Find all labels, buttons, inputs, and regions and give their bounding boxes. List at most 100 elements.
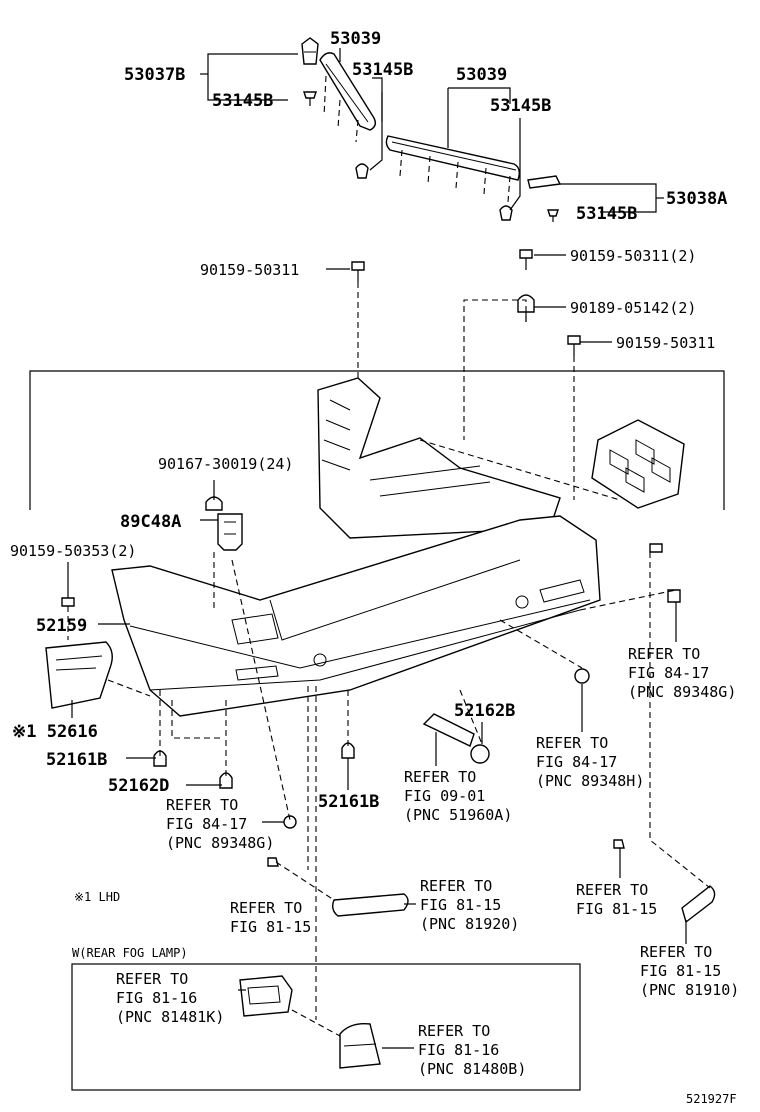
ref-fig09-01-51960a: REFER TO FIG 09-01 (PNC 51960A) (404, 768, 512, 824)
label-90159-50311-b: 90159-50311 (616, 334, 715, 352)
retainer-89c48a (217, 513, 243, 551)
label-53145b-a: 53145B (352, 60, 413, 80)
ref-fig81-16-81481k: REFER TO FIG 81-16 (PNC 81481K) (116, 970, 224, 1026)
label-53038a: 53038A (666, 189, 727, 209)
svg-text:(PNC 51960A): (PNC 51960A) (404, 806, 512, 824)
bolt-90159-50311-right (567, 335, 581, 356)
ref-fig81-15-81920: REFER TO FIG 81-15 (PNC 81920) (420, 877, 519, 933)
label-52162d: 52162D (108, 776, 169, 796)
part-53037b-cap (301, 37, 319, 65)
fog-lamp-81480b (339, 1023, 381, 1069)
svg-text:REFER TO: REFER TO (404, 768, 476, 786)
label-90159-50353-2: 90159-50353(2) (10, 542, 136, 560)
label-53145b-d: 53145B (576, 204, 637, 224)
grommet-52162b (470, 744, 490, 764)
bolt-90159-50311-2 (519, 249, 533, 270)
svg-text:FIG 81-16: FIG 81-16 (418, 1041, 499, 1059)
clip-53145b-right (547, 209, 559, 222)
side-bracket-right (591, 419, 685, 509)
screw-90159-50353-2 (61, 597, 75, 607)
part-number-labels: 53039 53037B 53145B 53145B 53039 53145B … (10, 29, 727, 812)
label-53037b: 53037B (124, 65, 185, 85)
label-90167-30019-24: 90167-30019(24) (158, 455, 293, 473)
ref-fig81-15-left: REFER TO FIG 81-15 (230, 899, 311, 936)
svg-text:REFER TO: REFER TO (418, 1022, 490, 1040)
clip-90167-30019 (205, 496, 223, 511)
clip-52162d (219, 772, 233, 789)
label-52159: 52159 (36, 616, 87, 636)
sensor-51960a (422, 713, 475, 747)
label-53145b-b: 53145B (212, 91, 273, 111)
label-53039-a: 53039 (330, 29, 381, 49)
molding-53039-center (385, 135, 521, 203)
svg-text:(PNC 89348G): (PNC 89348G) (166, 834, 274, 852)
svg-text:FIG 84-17: FIG 84-17 (536, 753, 617, 771)
svg-text:(PNC 81920): (PNC 81920) (420, 915, 519, 933)
ref-fig81-16-81480b: REFER TO FIG 81-16 (PNC 81480B) (418, 1022, 526, 1078)
svg-text:REFER TO: REFER TO (230, 899, 302, 917)
plug-89348h (574, 668, 590, 684)
ref-fig81-15-81910: REFER TO FIG 81-15 (PNC 81910) (640, 943, 739, 999)
svg-text:FIG 84-17: FIG 84-17 (166, 815, 247, 833)
svg-text:REFER TO: REFER TO (536, 734, 608, 752)
svg-text:(PNC 81481K): (PNC 81481K) (116, 1008, 224, 1026)
svg-text:FIG 09-01: FIG 09-01 (404, 787, 485, 805)
screw-81-15-left (267, 857, 279, 867)
label-52161b-a: 52161B (46, 750, 107, 770)
ref-fig84-17-89348g-right: REFER TO FIG 84-17 (PNC 89348G) (628, 645, 736, 701)
bumper-reinforcement (317, 377, 561, 539)
label-89c48a: 89C48A (120, 512, 181, 532)
refer-to-labels: REFER TO FIG 84-17 (PNC 89348G) REFER TO… (116, 645, 739, 1078)
label-52162b: 52162B (454, 701, 515, 721)
bolt-90159-50311-left (351, 261, 365, 282)
svg-text:(PNC 81480B): (PNC 81480B) (418, 1060, 526, 1078)
assembly-frame (29, 370, 725, 510)
clip-52161b-right (341, 742, 355, 759)
svg-text:REFER TO: REFER TO (628, 645, 700, 663)
screw-81-15-right (613, 839, 625, 849)
label-52616: ※1 52616 (12, 722, 98, 742)
plug-89348g-right (667, 589, 681, 603)
clip-53145b-upper-mid (355, 163, 369, 179)
label-90189-05142-2: 90189-05142(2) (570, 299, 696, 317)
fog-lamp-box-title: W(REAR FOG LAMP) (72, 946, 188, 960)
svg-text:REFER TO: REFER TO (640, 943, 712, 961)
diagram-id: 521927F (686, 1092, 737, 1106)
note-lhd: ※1 LHD (74, 890, 120, 904)
clip-53145b-top-left (303, 91, 317, 106)
label-52161b-b: 52161B (318, 792, 379, 812)
bumper-cover-52159 (111, 515, 601, 717)
ref-fig84-17-89348g-left: REFER TO FIG 84-17 (PNC 89348G) (166, 796, 274, 852)
side-lamp-52616 (45, 641, 113, 709)
cap-53038a (527, 175, 562, 189)
svg-text:FIG 84-17: FIG 84-17 (628, 664, 709, 682)
fog-lamp-box (71, 963, 581, 1091)
svg-text:(PNC 89348G): (PNC 89348G) (628, 683, 736, 701)
svg-text:REFER TO: REFER TO (576, 881, 648, 899)
label-90159-50311-2: 90159-50311(2) (570, 247, 696, 265)
svg-text:(PNC 81910): (PNC 81910) (640, 981, 739, 999)
svg-text:FIG 81-16: FIG 81-16 (116, 989, 197, 1007)
svg-text:FIG 81-15: FIG 81-15 (640, 962, 721, 980)
label-90159-50311-a: 90159-50311 (200, 261, 299, 279)
label-53145b-c: 53145B (490, 96, 551, 116)
svg-text:REFER TO: REFER TO (420, 877, 492, 895)
dashed-guide-lines (67, 282, 711, 1037)
ref-fig81-15-right: REFER TO FIG 81-15 (576, 881, 657, 918)
molding-53039-left (319, 52, 377, 143)
svg-text:FIG 81-15: FIG 81-15 (420, 896, 501, 914)
svg-text:FIG 81-15: FIG 81-15 (576, 900, 657, 918)
svg-text:REFER TO: REFER TO (116, 970, 188, 988)
bolt-right-bracket (649, 543, 663, 553)
fog-lamp-socket-81481k (239, 975, 293, 1017)
ref-fig84-17-89348h: REFER TO FIG 84-17 (PNC 89348H) (536, 734, 644, 790)
label-53039-b: 53039 (456, 65, 507, 85)
leader-lines (67, 48, 687, 1049)
svg-text:(PNC 89348H): (PNC 89348H) (536, 772, 644, 790)
clip-52161b-left (153, 750, 167, 767)
clip-53145b-center (499, 205, 513, 221)
svg-text:FIG 81-15: FIG 81-15 (230, 918, 311, 936)
reflector-81910 (681, 885, 716, 924)
reflector-81920 (331, 893, 409, 917)
